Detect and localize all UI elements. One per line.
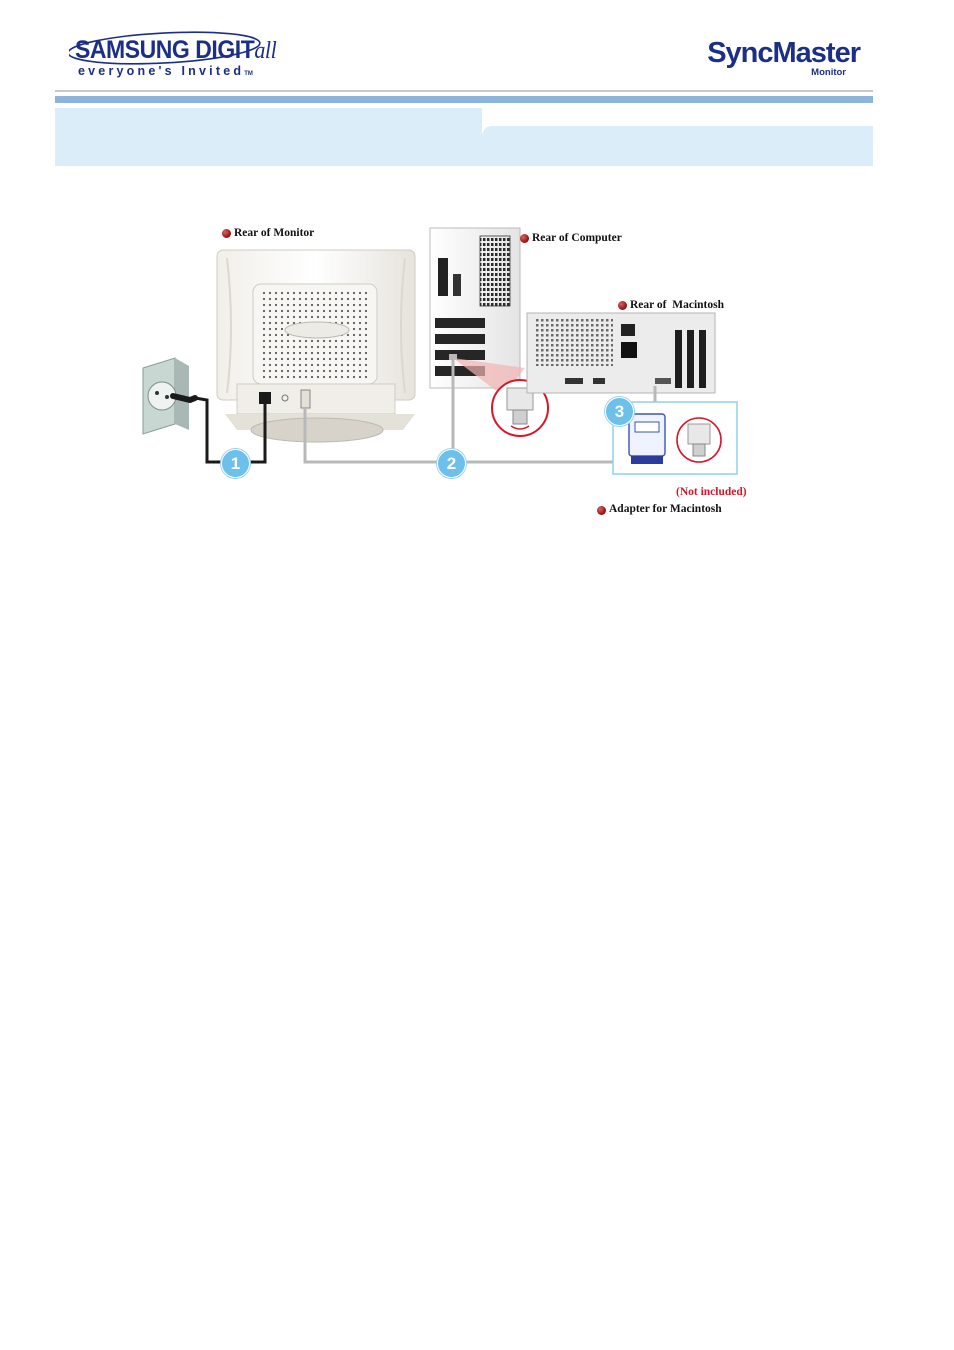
label-rear-computer: Rear of Computer: [532, 232, 622, 244]
product-subtitle: Monitor: [707, 68, 846, 78]
product-logo: SyncMaster Monitor: [707, 38, 860, 78]
section-banner-right: [482, 126, 873, 166]
trademark-mark: TM: [244, 71, 253, 77]
label-not-included: (Not included): [676, 486, 747, 498]
step-badge-2: 2: [437, 449, 466, 478]
logo-swoosh-icon: [69, 30, 269, 70]
label-bullet-icon: [520, 234, 529, 243]
header-divider-thin: [55, 90, 873, 92]
label-bullet-icon: [222, 229, 231, 238]
label-rear-macintosh: Rear of Macintosh: [630, 299, 724, 311]
header-divider-bar: [55, 96, 873, 103]
label-bullet-icon: [618, 301, 627, 310]
section-banner-left: [55, 108, 482, 166]
step-badge-3: 3: [605, 397, 634, 426]
macintosh-rear: [527, 313, 715, 393]
step-badge-1: 1: [221, 449, 250, 478]
label-adapter: Adapter for Macintosh: [609, 503, 722, 515]
connection-diagram: Rear of Monitor Rear of Computer Rear of…: [135, 218, 775, 523]
monitor-rear: [217, 250, 415, 442]
samsung-logo: SAMSUNG DIGITall everyone's InvitedTM: [75, 36, 265, 84]
product-name: SyncMaster: [707, 38, 860, 68]
banner-notch: [482, 108, 873, 126]
label-rear-monitor: Rear of Monitor: [234, 227, 314, 239]
wall-outlet: [143, 358, 195, 434]
label-bullet-icon: [597, 506, 606, 515]
